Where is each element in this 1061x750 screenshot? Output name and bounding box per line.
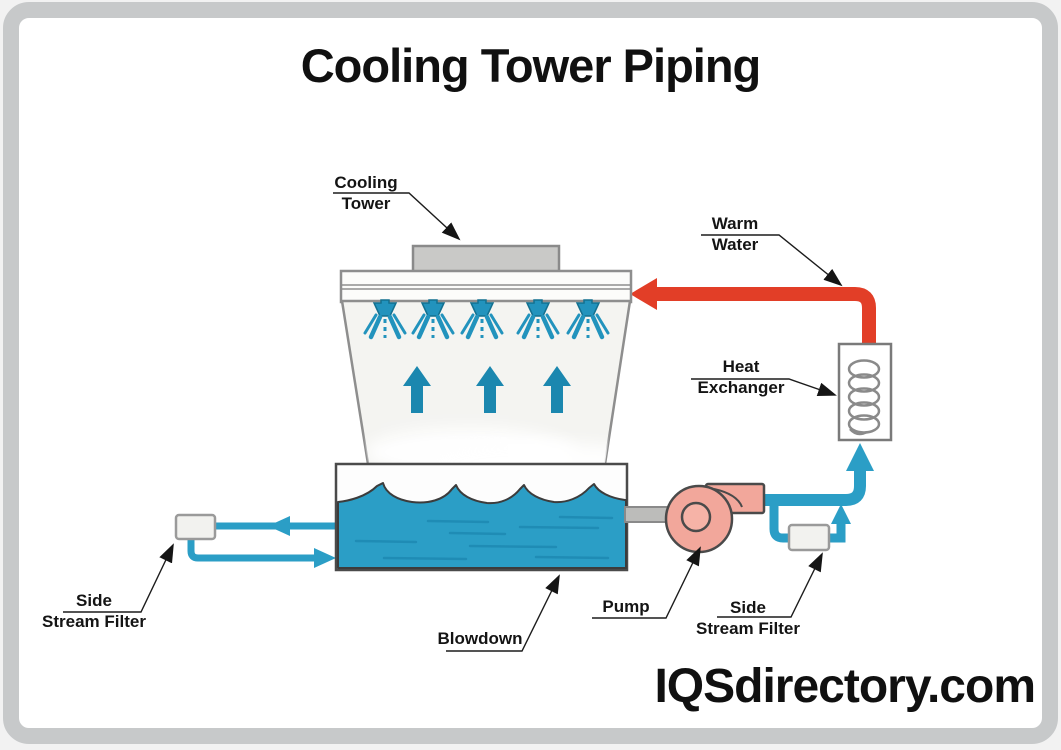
leader-cooling-tower	[333, 192, 461, 241]
leader-warm-water	[701, 234, 843, 287]
label-heat-exchanger: Heat Exchanger	[697, 357, 785, 397]
left-filter-loop-pipes	[187, 516, 336, 568]
warm-water-arrowhead	[630, 278, 657, 310]
label-warm-water: Warm Water	[711, 214, 759, 254]
label-blowdown: Blowdown	[437, 629, 523, 648]
label-side-stream-filter-right: Side Stream Filter	[696, 598, 800, 638]
mist-cloud	[365, 428, 630, 463]
filter-bypass-pipe	[769, 500, 846, 543]
cooling-tower-graphic	[339, 244, 633, 466]
side-stream-filter-right-graphic	[787, 523, 831, 552]
distribution-deck	[339, 269, 633, 304]
fan-housing	[411, 244, 561, 274]
page-title: Cooling Tower Piping	[300, 39, 762, 92]
to-filter-arrowhead	[268, 516, 290, 536]
leader-blowdown	[446, 574, 560, 652]
leader-ssf-left	[63, 543, 174, 613]
label-side-stream-filter-left: Side Stream Filter	[42, 591, 146, 631]
watermark-text: IQSdirectory.com	[654, 660, 1036, 713]
heat-exchanger-graphic	[837, 342, 893, 442]
warm-water-pipe	[630, 278, 876, 344]
label-pump: Pump	[602, 597, 650, 616]
leader-ssf-right	[717, 552, 823, 618]
cool-water-up-arrowhead	[846, 443, 874, 471]
basin-graphic	[334, 462, 629, 572]
heat-exchanger-coil	[847, 359, 881, 436]
side-stream-filter-left-graphic	[174, 513, 217, 541]
leader-heat-exchanger	[691, 378, 837, 397]
pump-graphic	[624, 482, 766, 554]
water-streaks	[354, 515, 614, 561]
suction-pipe	[624, 506, 671, 523]
to-basin-arrowhead	[314, 548, 336, 568]
cool-water-discharge-pipe	[757, 443, 874, 543]
leader-pump	[592, 546, 701, 619]
bypass-up-arrowhead	[831, 504, 851, 524]
leader-lines	[63, 192, 843, 652]
label-cooling-tower: Cooling Tower	[334, 173, 398, 213]
